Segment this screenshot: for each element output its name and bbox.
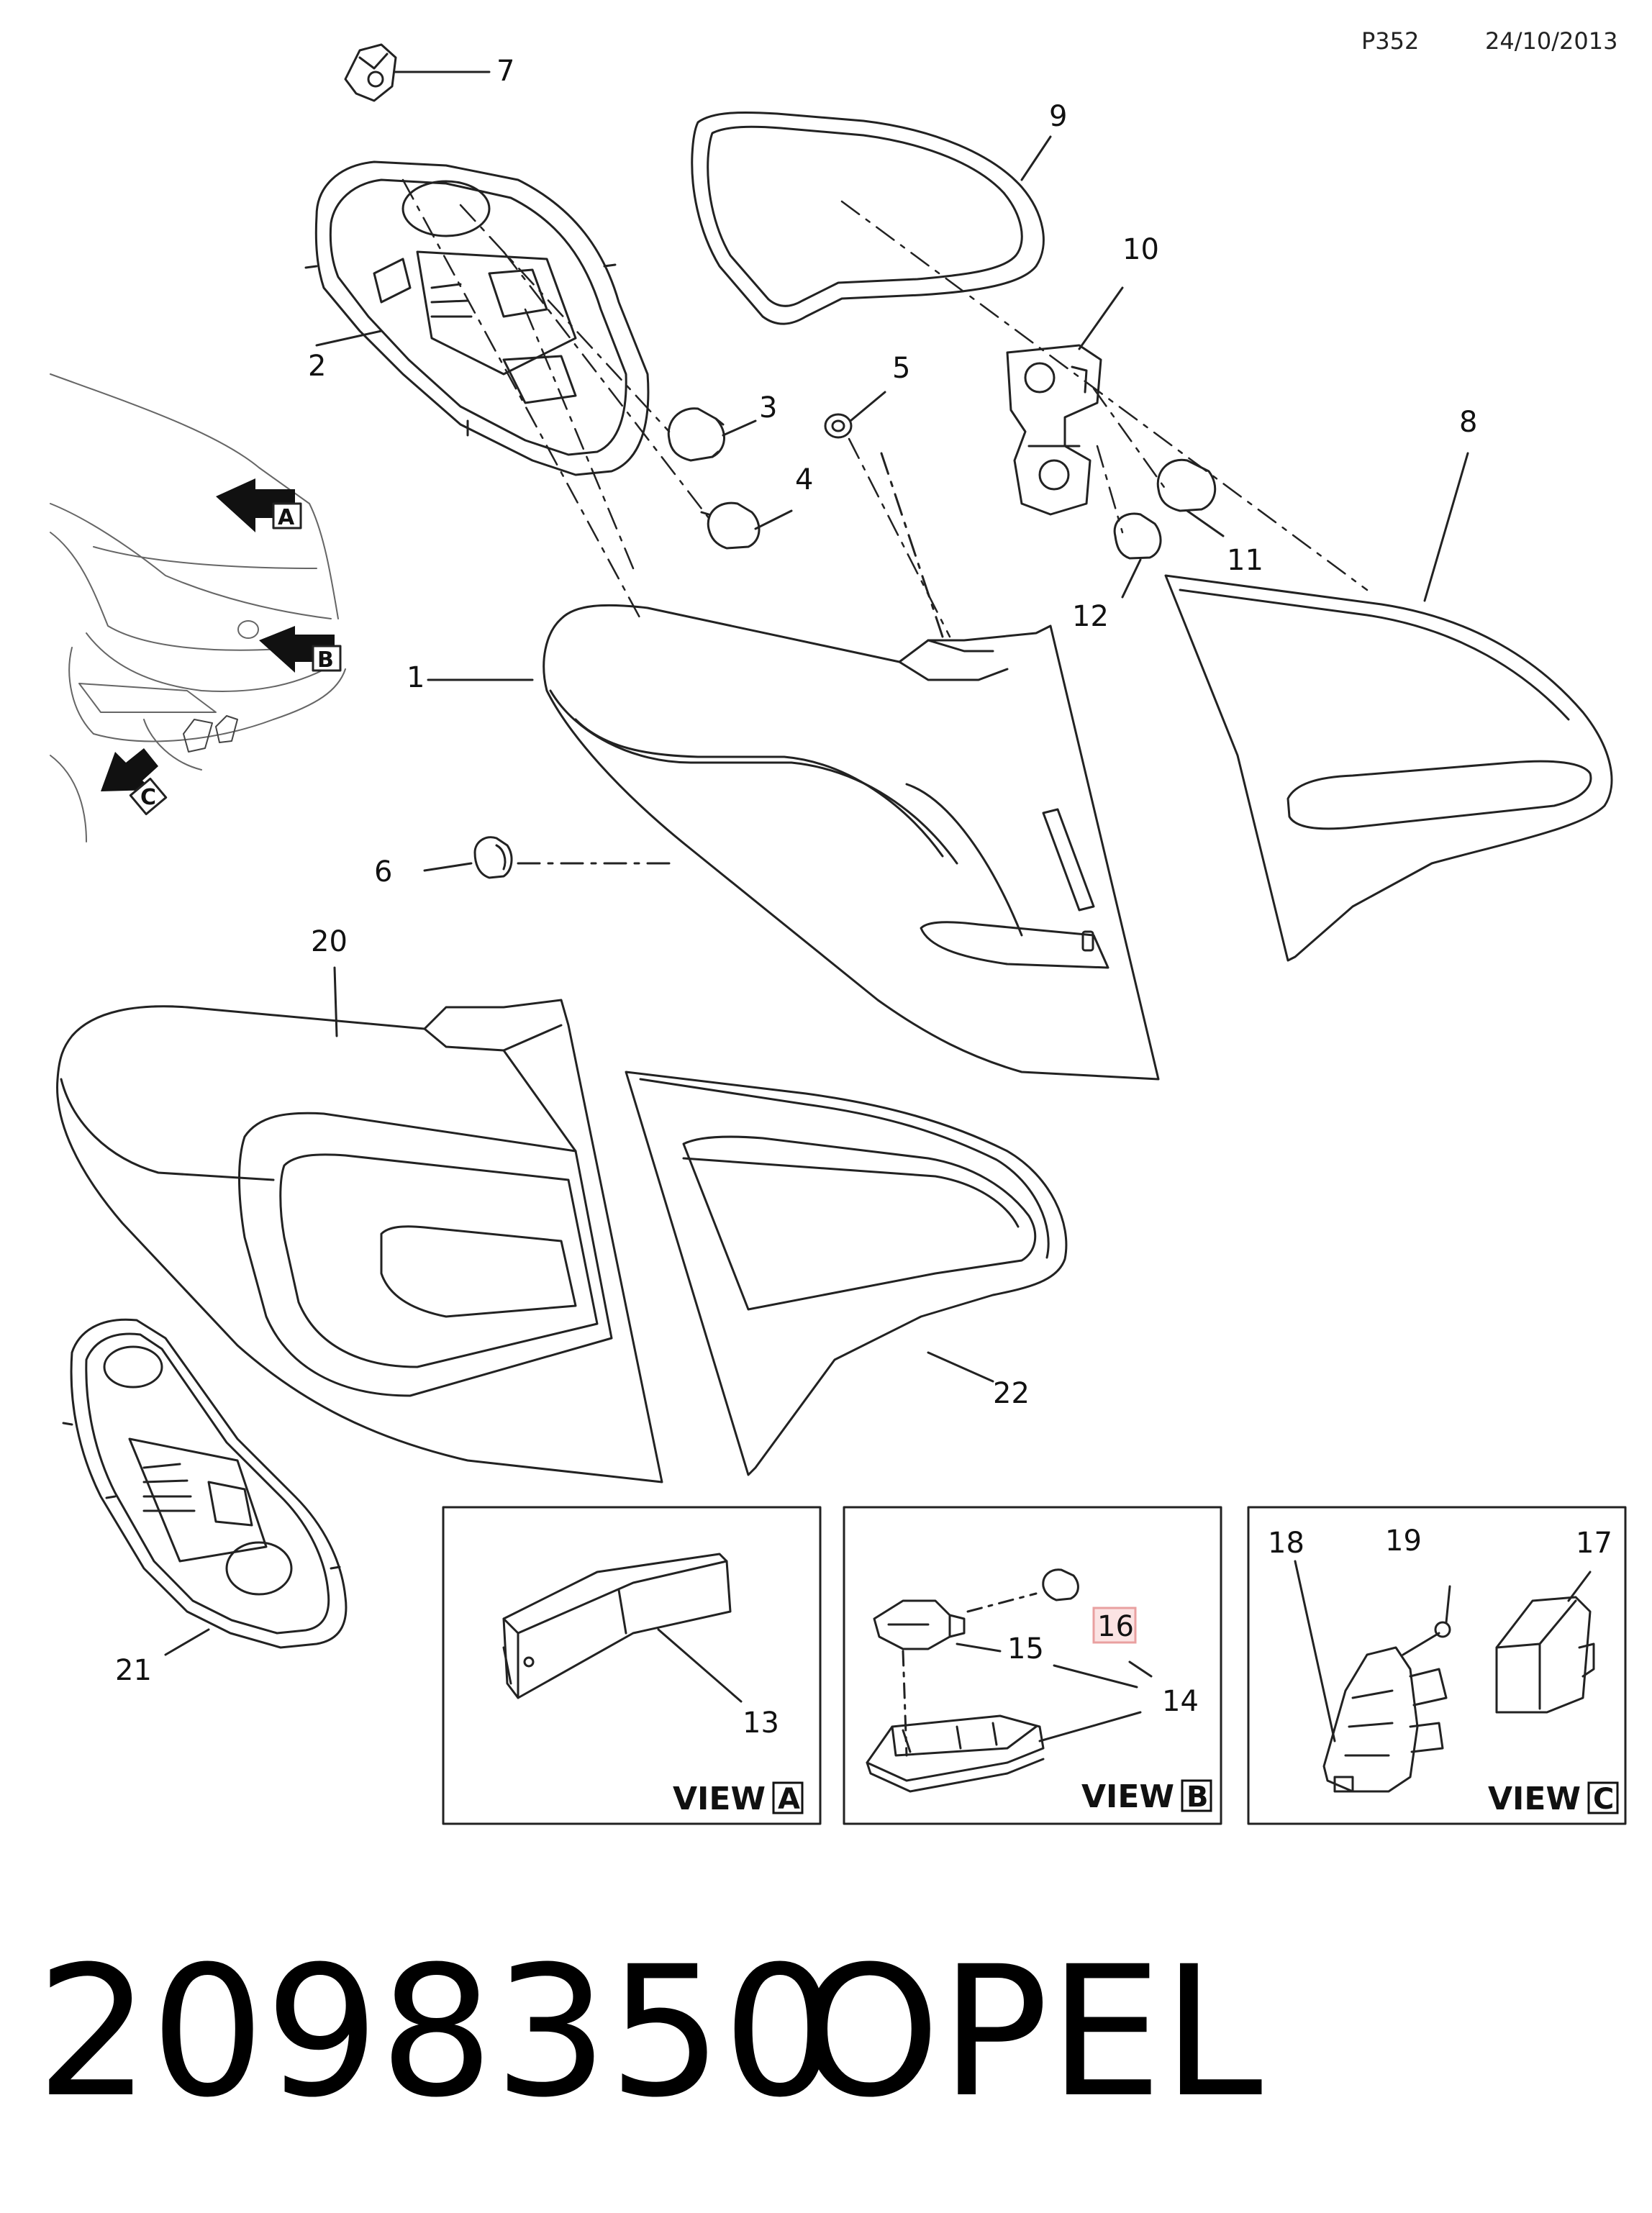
view-a-box <box>442 1506 822 1825</box>
part-18-bracket <box>1322 1646 1448 1793</box>
callout-18: 18 <box>1268 1527 1304 1560</box>
part-6-clip <box>473 836 513 879</box>
callout-1: 1 <box>407 661 425 694</box>
callout-16: 16 <box>1097 1610 1134 1643</box>
part-21-bulb-carrier <box>62 1318 348 1649</box>
part-number: 2098350 <box>36 1927 838 2137</box>
part-2-bulb-carrier <box>304 160 650 476</box>
callout-9: 9 <box>1049 100 1067 133</box>
brand-name: OPEL <box>799 1927 1263 2137</box>
view-c-label: VIEW C <box>1488 1781 1619 1817</box>
callout-21: 21 <box>115 1654 152 1687</box>
part-8-inner-lamp <box>1164 574 1613 962</box>
part-7-clip <box>344 43 397 102</box>
part-10-socket <box>1006 344 1102 516</box>
part-19-screw <box>1402 1621 1451 1656</box>
callout-8: 8 <box>1459 406 1477 439</box>
svg-text:C: C <box>1593 1783 1614 1816</box>
callout-17: 17 <box>1576 1527 1612 1560</box>
part-3-bulb <box>667 407 725 462</box>
callout-16-highlight: 16 <box>1092 1607 1137 1644</box>
svg-text:VIEW: VIEW <box>673 1781 766 1817</box>
svg-text:B: B <box>1186 1781 1209 1814</box>
page-date: 24/10/2013 <box>1485 27 1618 55</box>
callout-22: 22 <box>993 1377 1030 1410</box>
callout-4: 4 <box>795 463 813 496</box>
car-rear-illustration <box>50 373 346 842</box>
part-20-outer-lamp <box>56 999 663 1483</box>
callout-11: 11 <box>1227 544 1263 577</box>
callout-labels: 7 9 10 2 3 5 8 4 11 12 1 6 20 22 21 13 1… <box>115 55 1612 1740</box>
callout-7: 7 <box>496 55 514 88</box>
svg-text:VIEW: VIEW <box>1081 1778 1174 1815</box>
part-22-inner-lamp <box>625 1071 1068 1476</box>
view-c-box <box>1247 1506 1627 1825</box>
car-license-brackets <box>183 715 238 753</box>
view-b-box <box>843 1506 1222 1825</box>
view-b-label: VIEW B <box>1081 1778 1212 1815</box>
callout-2: 2 <box>308 350 326 383</box>
callout-19: 19 <box>1385 1524 1422 1558</box>
callout-15: 15 <box>1007 1632 1044 1666</box>
part-17-module <box>1495 1596 1595 1714</box>
callout-10: 10 <box>1122 233 1159 266</box>
part-5-grommet <box>824 413 853 439</box>
callout-5: 5 <box>892 352 910 385</box>
part-13-lamp <box>502 1553 732 1699</box>
part-9-seal <box>691 111 1045 325</box>
part-14-lamp-housing <box>866 1714 1045 1793</box>
callout-3: 3 <box>759 391 777 424</box>
callout-12: 12 <box>1072 600 1109 633</box>
svg-text:VIEW: VIEW <box>1488 1781 1581 1817</box>
part-12-bulb <box>1113 512 1162 560</box>
part-16-bulb <box>1042 1568 1079 1601</box>
part-11-bulb <box>1156 458 1217 512</box>
arrow-c-letter: C <box>140 785 156 810</box>
arrow-a-letter: A <box>278 505 295 530</box>
assembly-lines <box>401 178 1369 638</box>
part-1-outer-lamp <box>543 604 1160 1081</box>
svg-text:A: A <box>778 1783 800 1816</box>
callout-13: 13 <box>743 1707 779 1740</box>
callout-14: 14 <box>1162 1685 1199 1718</box>
part-4-bulb <box>700 501 761 550</box>
arrow-b-letter: B <box>317 647 334 673</box>
page-code: P352 <box>1361 27 1420 55</box>
part-15-socket <box>873 1599 966 1650</box>
callout-6: 6 <box>374 855 392 889</box>
view-a-label: VIEW A <box>673 1781 804 1817</box>
callout-20: 20 <box>311 925 348 958</box>
